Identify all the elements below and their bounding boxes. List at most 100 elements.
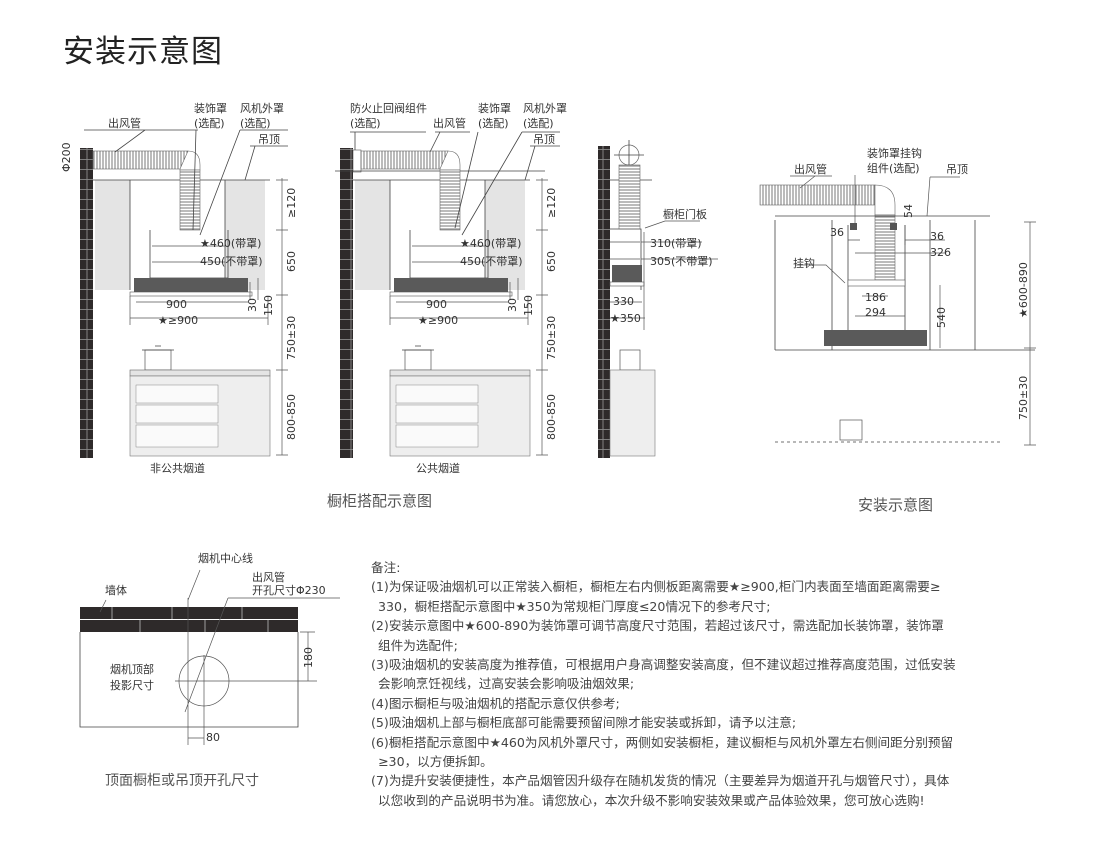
note-line: 330，橱柜搭配示意图中★350为常规柜门厚度≤20情况下的参考尺寸; xyxy=(378,598,771,614)
dim-750: 750±30 xyxy=(545,316,558,360)
note-line: (3)吸油烟机的安装高度为推荐值，可根据用户身高调整安装高度，但不建议超过推荐高… xyxy=(371,657,956,673)
dim-600-890: ★600-890 xyxy=(1017,262,1030,318)
dim-ge900: ★≥900 xyxy=(158,314,198,327)
dim-750: 750±30 xyxy=(285,316,298,360)
caption-install-diagram: 安装示意图 xyxy=(858,496,933,514)
dim-326: 326 xyxy=(930,246,951,259)
diagram-hole-size: 烟机中心线 墙体 出风管 开孔尺寸Φ230 烟机顶部 投影尺寸 180 80 xyxy=(79,551,340,745)
note-line: 以您收到的产品说明书为准。请您放心，本次升级不影响安装效果或产品体验效果，您可放… xyxy=(378,792,925,808)
wall-brick xyxy=(598,146,610,458)
dim-54: 54 xyxy=(902,204,915,218)
dim-150: 150 xyxy=(262,295,275,316)
dim-phi200: Φ200 xyxy=(60,142,73,172)
wall-brick xyxy=(340,148,353,458)
label-optional: (选配) xyxy=(194,117,225,130)
notes: 备注: (1)为保证吸油烟机可以正常装入橱柜，橱柜左右内侧板距离需要★≥900,… xyxy=(371,558,1031,810)
label-hook-assembly-optional: 组件(选配) xyxy=(867,161,920,175)
label-optional: (选配) xyxy=(350,117,381,130)
label-outlet-pipe: 出风管 xyxy=(108,116,141,130)
pot-icon xyxy=(839,419,863,441)
dim-900: 900 xyxy=(426,298,447,311)
dim-450: 450(不带罩) xyxy=(460,255,523,268)
label-projection-size: 投影尺寸 xyxy=(110,678,154,692)
dim-450: 450(不带罩) xyxy=(200,255,263,268)
dim-80: 80 xyxy=(206,731,220,744)
note-line: (7)为提升安装便捷性，本产品烟管因升级存在随机发货的情况（主要差异为烟道开孔与… xyxy=(371,773,950,789)
outlet-duct xyxy=(92,150,189,170)
label-optional: (选配) xyxy=(240,117,271,130)
dim-650: 650 xyxy=(285,251,298,272)
dim-305: 305(不带罩) xyxy=(650,255,713,268)
label-projection: 烟机顶部 xyxy=(110,662,154,676)
dim-350: ★350 xyxy=(610,312,641,325)
dim-150: 150 xyxy=(522,295,535,316)
dim-460: ★460(带罩) xyxy=(200,237,261,250)
wall-brick xyxy=(80,148,93,458)
label-deco-cover: 装饰罩 xyxy=(194,101,227,115)
hood-panel xyxy=(824,330,927,346)
label-fire-valve: 防火止回阀组件 xyxy=(350,101,427,115)
dim-650: 650 xyxy=(545,251,558,272)
dim-330: 330 xyxy=(613,295,634,308)
note-line: 组件为选配件; xyxy=(378,637,458,653)
label-deco-cover: 装饰罩 xyxy=(478,101,511,115)
dim-186: 186 xyxy=(865,291,886,304)
label-optional: (选配) xyxy=(478,117,509,130)
dim-540: 540 xyxy=(935,307,948,328)
dim-ge120: ≥120 xyxy=(545,188,558,218)
dim-310: 310(带罩) xyxy=(650,237,702,250)
dim-900: 900 xyxy=(166,298,187,311)
dim-36-right: 36 xyxy=(930,230,944,243)
pot-icon xyxy=(619,349,641,371)
fire-valve xyxy=(352,149,362,173)
label-fan-cover: 风机外罩 xyxy=(523,101,567,115)
note-line: (4)图示橱柜与吸油烟机的搭配示意仅供参考; xyxy=(371,695,620,711)
label-ceiling: 吊顶 xyxy=(533,133,555,146)
dim-ge120: ≥120 xyxy=(285,188,298,218)
note-line: (1)为保证吸油烟机可以正常装入橱柜，橱柜左右内侧板距离需要★≥900,柜门内表… xyxy=(371,579,941,595)
diagram-side-view: 橱柜门板 310(带罩) 305(不带罩) 330 ★350 xyxy=(598,140,718,458)
hood-panel xyxy=(394,278,508,292)
label-fan-cover: 风机外罩 xyxy=(240,101,284,115)
note-line: (5)吸油烟机上部与橱柜底部可能需要预留间隙才能安装或拆卸，请予以注意; xyxy=(371,715,797,731)
label-outlet-pipe: 出风管 xyxy=(794,162,827,176)
dim-294: 294 xyxy=(865,306,886,319)
dim-30: 30 xyxy=(506,298,519,312)
label-hole-size: 开孔尺寸Φ230 xyxy=(252,583,326,597)
note-line: ≥30，以方便拆卸。 xyxy=(378,754,493,770)
label-ceiling: 吊顶 xyxy=(946,163,968,176)
notes-heading: 备注: xyxy=(371,560,401,575)
caption-cabinet-diagram: 橱柜搭配示意图 xyxy=(327,492,432,510)
label-hook-assembly: 装饰罩挂钩 xyxy=(867,146,922,160)
diagram-installation: 出风管 装饰罩挂钩 组件(选配) 吊顶 挂钩 36 36 326 54 186 … xyxy=(759,146,1036,446)
note-line: 会影响烹饪视线，过高安装会影响吸油烟效果; xyxy=(378,676,635,692)
label-cabinet-door: 橱柜门板 xyxy=(663,207,707,221)
dim-800-850: 800-850 xyxy=(285,394,298,440)
label-hole-pipe: 出风管 xyxy=(252,570,285,584)
label-ceiling: 吊顶 xyxy=(258,133,280,146)
pot-icon xyxy=(404,349,432,371)
dim-180: 180 xyxy=(302,647,315,668)
diagram-public-flue: 防火止回阀组件 (选配) 出风管 装饰罩 (选配) 风机外罩 (选配) 吊顶 ★… xyxy=(335,101,567,475)
label-wall: 墙体 xyxy=(105,583,127,597)
label-public-flue: 公共烟道 xyxy=(416,461,460,475)
dim-800-850: 800-850 xyxy=(545,394,558,440)
dim-750: 750±30 xyxy=(1017,376,1030,420)
pot-icon xyxy=(144,349,172,371)
note-line: (2)安装示意图中★600-890为装饰罩可调节高度尺寸范围，若超过该尺寸，需选… xyxy=(371,618,944,634)
label-hook: 挂钩 xyxy=(793,256,815,270)
dim-ge900: ★≥900 xyxy=(418,314,458,327)
dim-36-left: 36 xyxy=(830,226,844,239)
label-non-public-flue: 非公共烟道 xyxy=(150,461,205,475)
dim-460: ★460(带罩) xyxy=(460,237,521,250)
label-outlet-pipe: 出风管 xyxy=(433,116,466,130)
dim-30: 30 xyxy=(246,298,259,312)
diagram-non-public-flue: 出风管 装饰罩 (选配) 风机外罩 (选配) 吊顶 Φ200 ★460(带罩) … xyxy=(60,101,298,475)
label-optional: (选配) xyxy=(523,117,554,130)
hood-panel xyxy=(134,278,248,292)
label-hood-centerline: 烟机中心线 xyxy=(198,551,253,565)
caption-hole-size: 顶面橱柜或吊顶开孔尺寸 xyxy=(105,773,259,789)
note-line: (6)橱柜搭配示意图中★460为风机外罩尺寸，两侧如安装橱柜，建议橱柜与风机外罩… xyxy=(371,734,954,750)
